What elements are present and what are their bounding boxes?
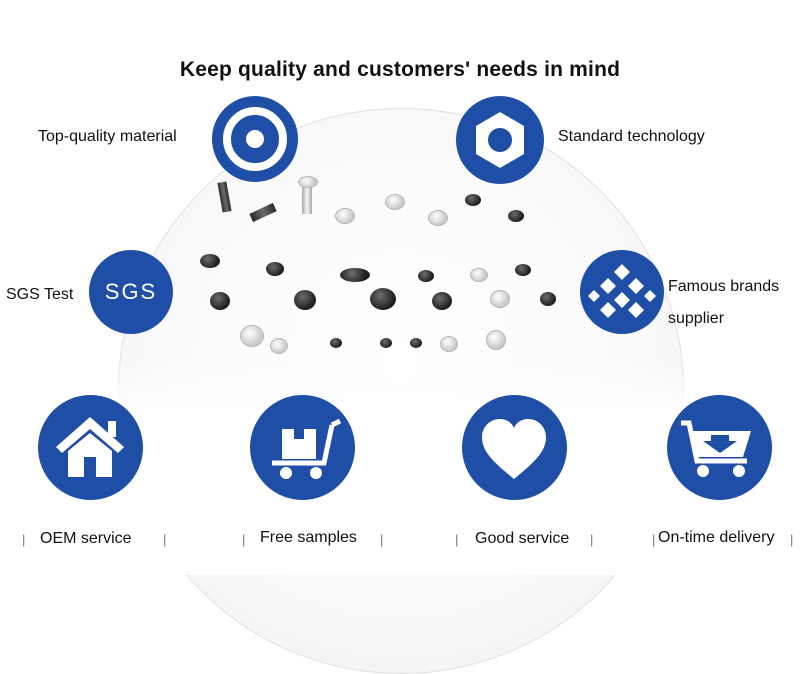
service-label-free-samples: Free samples: [260, 529, 357, 546]
sgs-badge-text: SGS: [104, 279, 158, 304]
package-cart-icon: [250, 395, 355, 500]
separator: |: [163, 532, 167, 547]
separator: |: [22, 532, 26, 547]
service-label-on-time-delivery: On-time delivery: [658, 529, 775, 546]
separator: |: [380, 532, 384, 547]
diamond-grid-icon: [580, 250, 664, 334]
separator: |: [790, 532, 794, 547]
separator: |: [590, 532, 594, 547]
target-icon: [212, 96, 298, 182]
separator: |: [242, 532, 246, 547]
service-label-oem: OEM service: [40, 530, 132, 547]
feature-label-standard-technology: Standard technology: [558, 128, 705, 145]
heart-icon: [462, 395, 567, 500]
feature-label-supplier: supplier: [668, 310, 725, 327]
feature-label-famous-brands: Famous brands: [668, 278, 780, 295]
page-title: Keep quality and customers' needs in min…: [179, 58, 621, 81]
hex-nut-icon: [456, 96, 544, 184]
sgs-badge: SGS: [89, 250, 173, 334]
separator: |: [652, 532, 656, 547]
feature-label-sgs-test: SGS Test: [6, 286, 74, 303]
screws-product-image: [190, 170, 570, 370]
feature-label-top-quality: Top-quality material: [38, 128, 177, 145]
service-label-good-service: Good service: [475, 530, 570, 547]
separator: |: [455, 532, 459, 547]
shopping-cart-icon: [667, 395, 772, 500]
house-icon: [38, 395, 143, 500]
